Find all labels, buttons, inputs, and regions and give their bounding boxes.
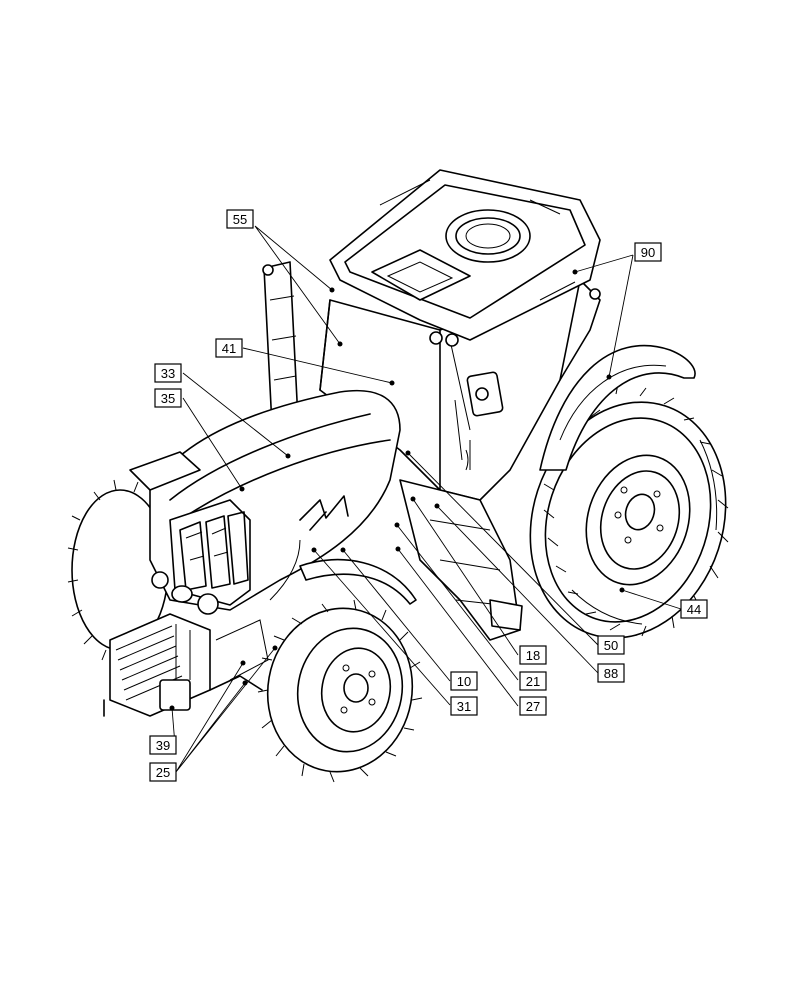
rear-right-wheel <box>529 383 729 639</box>
leader-lines <box>171 225 682 773</box>
callout-21: 21 <box>519 671 547 691</box>
callout-35: 35 <box>154 388 182 408</box>
front-fender <box>129 451 417 605</box>
callout-39: 39 <box>149 735 177 755</box>
callout-21-label: 21 <box>526 674 540 689</box>
exhaust-stack <box>262 261 299 427</box>
callout-55: 55 <box>226 209 254 229</box>
callout-18: 18 <box>519 645 547 665</box>
callout-25-label: 25 <box>156 765 170 780</box>
callout-88: 88 <box>597 663 625 683</box>
front-weights <box>103 613 269 717</box>
callout-25: 25 <box>149 762 177 782</box>
callout-41-label: 41 <box>222 341 236 356</box>
cab <box>319 169 601 501</box>
rear-fender <box>539 344 696 471</box>
callout-33: 33 <box>154 363 182 383</box>
callout-35-label: 35 <box>161 391 175 406</box>
callout-44-label: 44 <box>687 602 701 617</box>
callout-27-label: 27 <box>526 699 540 714</box>
callout-50-label: 50 <box>604 638 618 653</box>
callout-90-label: 90 <box>641 245 655 260</box>
callout-31: 31 <box>450 696 478 716</box>
callout-31-label: 31 <box>457 699 471 714</box>
leader-dots <box>169 269 625 711</box>
callout-39-label: 39 <box>156 738 170 753</box>
hood <box>149 389 401 615</box>
callout-10: 10 <box>450 671 478 691</box>
callout-27: 27 <box>519 696 547 716</box>
callout-33-label: 33 <box>161 366 175 381</box>
callout-88-label: 88 <box>604 666 618 681</box>
callout-50: 50 <box>597 635 625 655</box>
cab-steps <box>399 479 523 641</box>
front-right-wheel <box>257 599 423 783</box>
callout-10-label: 10 <box>457 674 471 689</box>
callout-18-label: 18 <box>526 648 540 663</box>
callout-55-label: 55 <box>233 212 247 227</box>
callout-41: 41 <box>215 338 243 358</box>
callout-90: 90 <box>634 242 662 262</box>
callout-44: 44 <box>680 599 708 619</box>
